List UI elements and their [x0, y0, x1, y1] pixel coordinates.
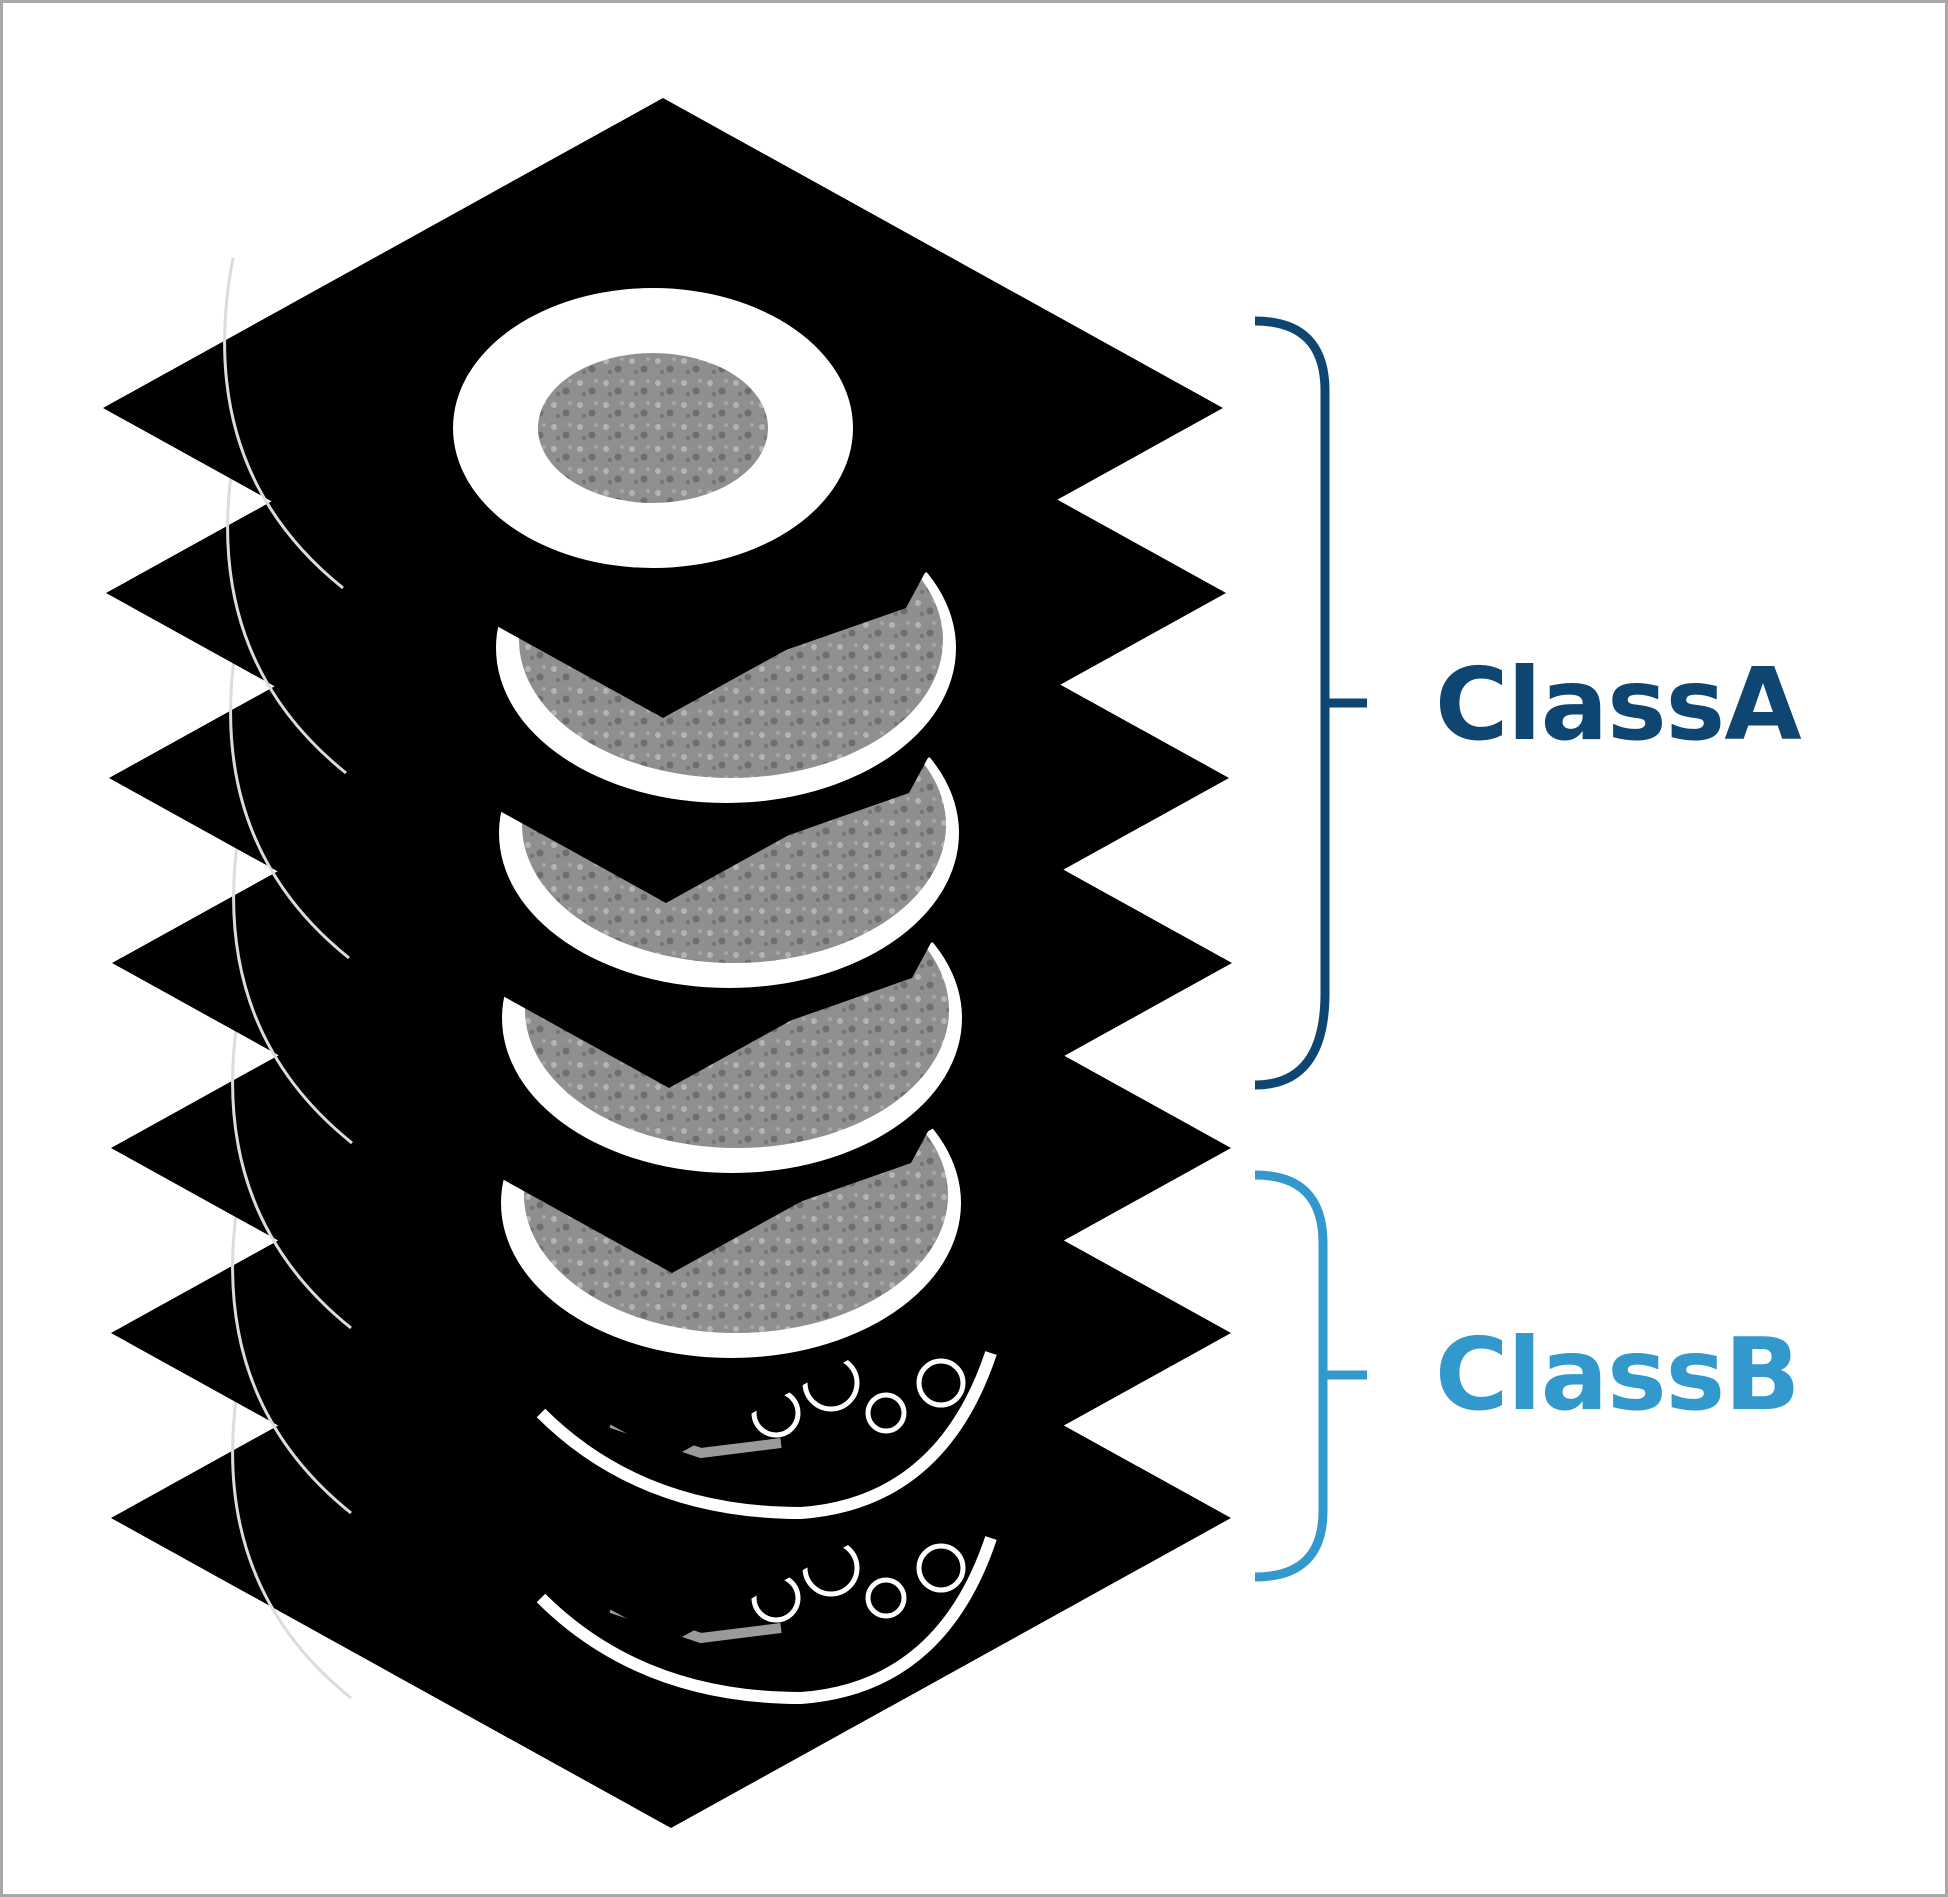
body-contour	[226, 442, 347, 775]
bone-ring	[865, 1577, 907, 1619]
class-a-bracket	[1254, 316, 1367, 1090]
body-contour	[231, 1182, 352, 1515]
bone-ring	[865, 1392, 907, 1434]
class-b-label: ClassB	[1435, 1316, 1800, 1433]
slice-stack	[103, 98, 1232, 1828]
class-b-bracket	[1254, 1170, 1367, 1582]
ct-slice-stack-diagram	[103, 98, 1367, 1828]
body-contour	[231, 997, 352, 1330]
body-contour	[232, 812, 353, 1145]
bone-ring	[916, 1358, 966, 1408]
body-contour	[231, 1367, 352, 1700]
bone-contour	[536, 1536, 997, 1705]
body-contour	[229, 627, 350, 960]
bone-ring	[916, 1543, 966, 1593]
body-contour	[223, 257, 344, 590]
bone-contour	[536, 1351, 997, 1520]
ct-slice	[103, 98, 1223, 718]
brain-tissue	[538, 353, 768, 503]
class-brackets	[1254, 316, 1367, 1582]
class-a-label: ClassA	[1435, 646, 1802, 763]
